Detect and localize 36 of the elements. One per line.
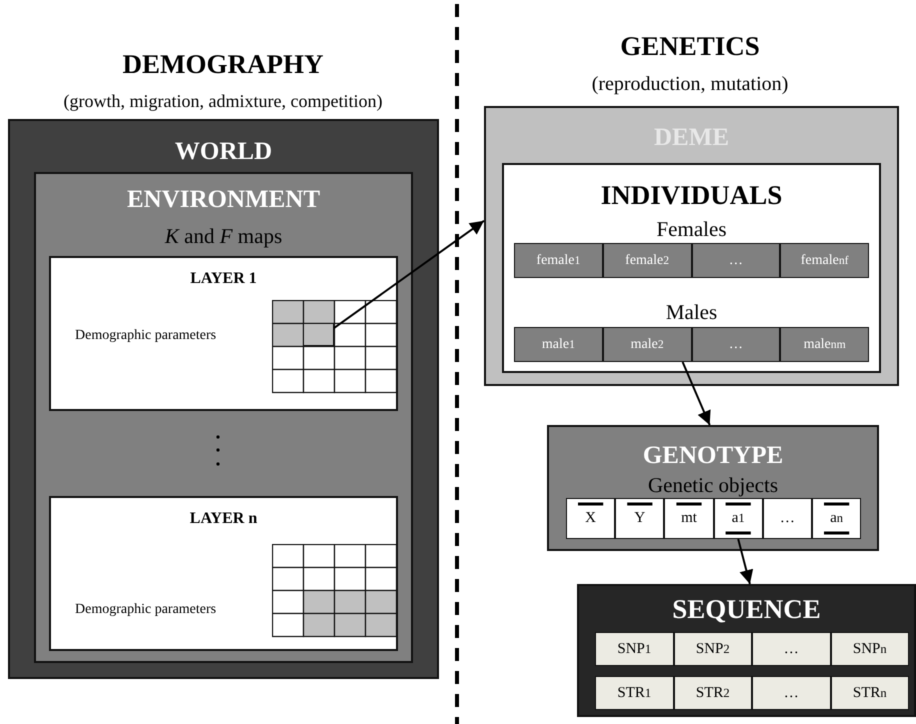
panel-subtitle: Genetic objects [648,472,778,498]
panel-subtitle: Demographic parameters [75,328,216,344]
environment-panel [34,172,413,663]
table-cell: … [692,327,780,362]
table-cell: mt [664,498,714,539]
panel-title: LAYER n [190,510,258,528]
panel-title: GENOTYPE [642,442,784,470]
section-subtitle: (growth, migration, admixture, competition) [64,90,382,112]
panel-title: INDIVIDUALS [600,180,782,212]
layer-panel [49,256,398,411]
arrow [682,362,711,426]
genotype-panel [547,425,879,551]
table-cell: … [752,676,830,710]
panel-subtitle: K and F maps [164,224,282,248]
deme-panel [484,106,899,386]
section-heading: DEMOGRAPHY [122,49,324,81]
world-panel [8,119,439,679]
panel-title: WORLD [174,138,272,166]
table-cell: … [692,243,780,278]
section-heading: GENETICS [620,31,760,63]
panel-subtitle: Demographic parameters [75,602,216,618]
panel-subtitle: Males [666,300,718,324]
table-cell: Y [615,498,664,539]
individuals-panel [502,163,881,373]
table-cell: … [762,498,812,539]
layer-panel [49,496,398,651]
panel-title: LAYER 1 [190,270,257,288]
sequence-panel [577,584,916,717]
grid-cell [303,323,334,346]
panel-title: ENVIRONMENT [126,186,320,214]
table-cell: X [566,498,616,539]
panel-title: SEQUENCE [672,594,821,626]
panel-subtitle: Females [656,216,726,242]
arrow [737,538,754,584]
section-subtitle: (reproduction, mutation) [592,72,788,96]
table-cell: … [752,632,830,666]
